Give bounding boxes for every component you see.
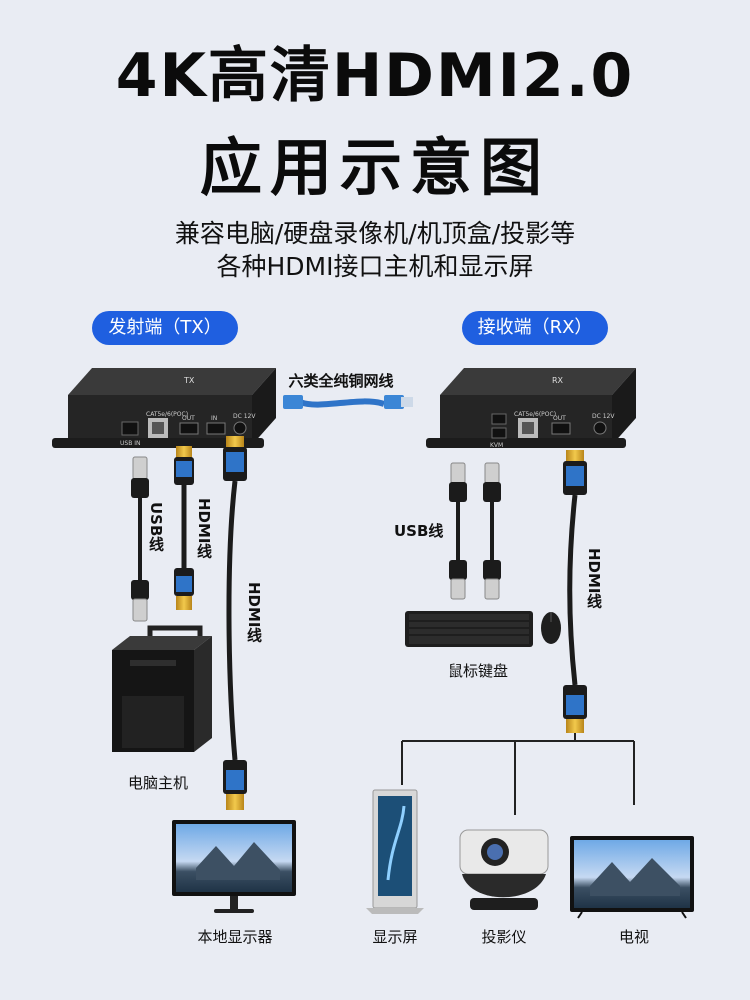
svg-text:CAT5e/6(POC): CAT5e/6(POC) — [514, 411, 556, 418]
main-title: 4K高清HDMI2.0 — [115, 41, 635, 111]
keyboard-mouse — [405, 611, 561, 647]
tx-device: TX USB IN CAT5e/6(POC) OUT IN DC 12V — [52, 368, 276, 448]
svg-text:IN: IN — [211, 415, 217, 422]
rx-usb-cable-label: USB线 — [394, 522, 444, 540]
kiosk-display — [366, 789, 424, 914]
rx-device: RX KVM CAT5e/6(POC) OUT DC 12V — [426, 368, 636, 449]
main-title-line2: 应用示意图 — [199, 131, 550, 204]
rx-hdmi-cable — [563, 450, 587, 733]
tx-usb-cable-label: USB线 — [147, 502, 165, 552]
rx-usb-cables — [449, 462, 501, 600]
local-monitor-label: 本地显示器 — [197, 928, 273, 946]
tx-hdmi-short-label: HDMI线 — [195, 498, 213, 559]
pc-tower — [112, 625, 212, 752]
rx-device-top-label: RX — [552, 376, 564, 385]
tx-hdmi-long-cable — [223, 436, 247, 810]
svg-text:DC 12V: DC 12V — [592, 413, 615, 420]
projector — [459, 829, 549, 910]
tv — [570, 836, 694, 919]
subtitle-line1: 兼容电脑/硬盘录像机/机顶盒/投影等 — [174, 219, 576, 248]
svg-text:KVM: KVM — [490, 442, 503, 449]
rx-hdmi-cable-label: HDMI线 — [585, 548, 603, 609]
network-cable-label: 六类全纯铜网线 — [288, 372, 394, 390]
keyboard-mouse-label: 鼠标键盘 — [447, 662, 508, 680]
svg-text:USB IN: USB IN — [120, 440, 140, 447]
tx-badge: 发射端（TX） — [92, 311, 238, 345]
subtitle-line2: 各种HDMI接口主机和显示屏 — [216, 252, 534, 281]
display-screen-label: 显示屏 — [372, 928, 418, 946]
svg-text:CAT5e/6(POC): CAT5e/6(POC) — [146, 411, 188, 418]
projector-label: 投影仪 — [481, 928, 527, 946]
local-monitor — [172, 820, 296, 913]
tx-hdmi-short-cable — [174, 446, 194, 610]
rx-badge: 接收端（RX） — [462, 311, 608, 345]
tx-device-top-label: TX — [183, 376, 195, 385]
output-splitter-lines — [401, 733, 635, 815]
network-cable — [283, 395, 413, 409]
svg-text:OUT: OUT — [182, 415, 195, 422]
pc-label: 电脑主机 — [127, 774, 188, 792]
tv-label: 电视 — [618, 928, 649, 946]
tx-hdmi-long-label: HDMI线 — [245, 582, 263, 643]
svg-text:DC 12V: DC 12V — [233, 413, 256, 420]
tx-usb-cable — [131, 456, 149, 622]
svg-text:OUT: OUT — [553, 415, 566, 422]
